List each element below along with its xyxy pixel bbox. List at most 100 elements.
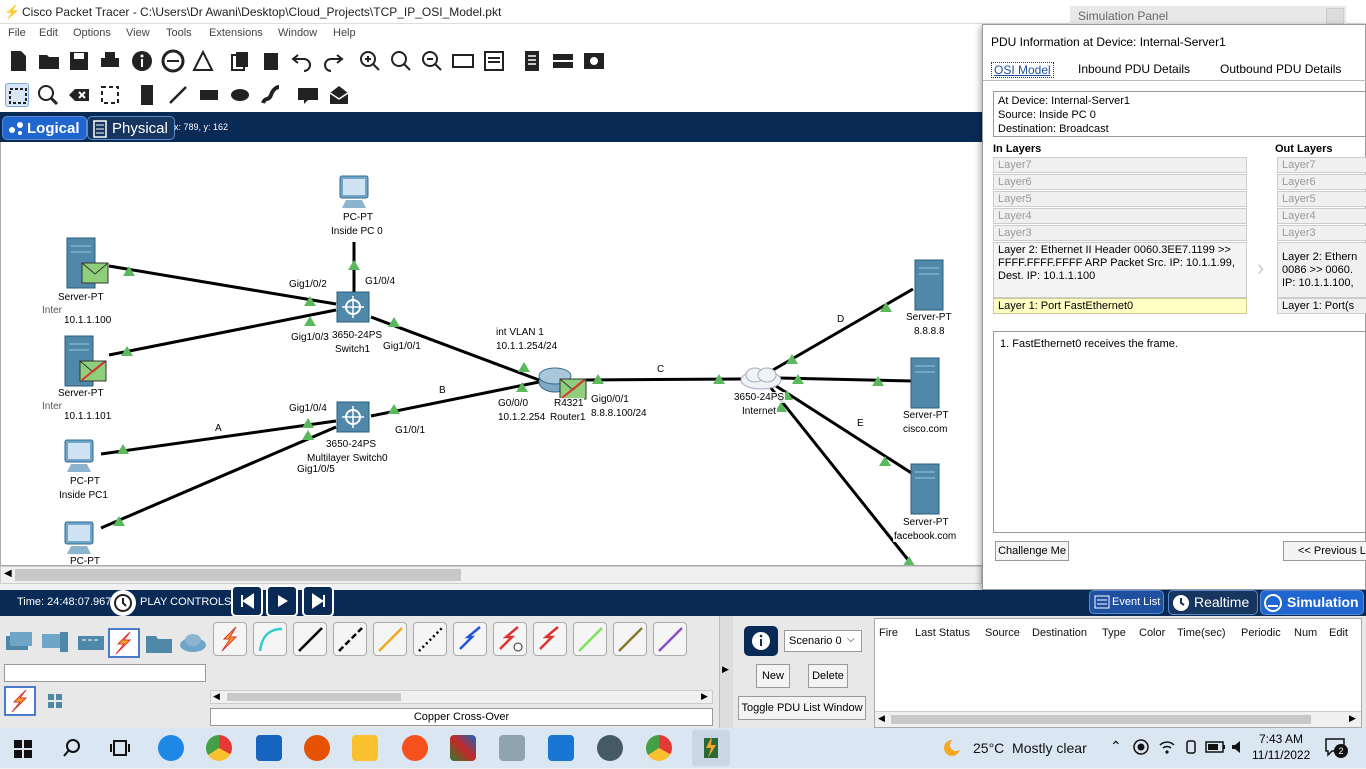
screenshot-icon[interactable] (582, 49, 606, 73)
out-layer-2[interactable]: Layer 2: Ethern 0086 >> 0060. IP: 10.1.1… (1277, 242, 1366, 298)
print-icon[interactable] (98, 49, 122, 73)
cable-phone-icon[interactable] (413, 622, 447, 656)
volume-icon[interactable] (1230, 739, 1248, 758)
realtime-mode-button[interactable]: Realtime (1168, 590, 1258, 615)
cloud-icon[interactable] (739, 366, 783, 390)
windows-start-icon[interactable] (14, 740, 32, 761)
tab-inbound-pdu[interactable]: Inbound PDU Details (1078, 62, 1191, 76)
multiuser-icon[interactable] (178, 630, 208, 656)
draw-line-icon[interactable] (166, 83, 190, 107)
cable-coaxial-icon[interactable] (453, 622, 487, 656)
delete-icon[interactable] (67, 83, 91, 107)
cable-usb-icon[interactable] (653, 622, 687, 656)
info-icon[interactable] (130, 49, 154, 73)
add-simple-pdu-icon[interactable] (296, 83, 320, 107)
play-button[interactable] (266, 585, 298, 617)
chrome-icon[interactable] (206, 735, 232, 761)
select-icon[interactable] (5, 83, 29, 107)
in-layer-1[interactable]: Layer 1: Port FastEthernet0 (993, 298, 1247, 314)
cable-scrollbar[interactable]: ◀ ▶ (210, 690, 713, 704)
out-layer-6[interactable]: Layer6 (1277, 174, 1366, 190)
cable-octal-icon[interactable] (573, 622, 607, 656)
place-note-icon[interactable] (135, 83, 159, 107)
col-edit[interactable]: Edit (1329, 627, 1348, 639)
col-color[interactable]: Color (1139, 627, 1166, 639)
out-layer-3[interactable]: Layer3 (1277, 225, 1366, 241)
scroll-right-icon[interactable]: ▶ (701, 691, 708, 701)
workspace-scrollbar[interactable]: ◀ (0, 566, 982, 584)
zoom-reset-icon[interactable] (389, 49, 413, 73)
resize-shape-icon[interactable] (98, 83, 122, 107)
logical-mode-button[interactable]: Logical (2, 116, 87, 140)
col-last-status[interactable]: Last Status (915, 627, 971, 639)
tab-outbound-pdu[interactable]: Outbound PDU Details (1220, 62, 1342, 76)
pdu-envelope-icon[interactable] (79, 360, 107, 382)
scrollbar-thumb[interactable] (15, 569, 461, 581)
vscode-icon[interactable] (548, 735, 574, 761)
back-button[interactable] (231, 585, 263, 617)
paste-icon[interactable] (259, 49, 283, 73)
multilayer-switch-icon[interactable] (335, 290, 371, 324)
scenario-select[interactable]: Scenario 0⌵ (784, 630, 862, 652)
freeform-icon[interactable] (259, 83, 283, 107)
cable-console-icon[interactable] (253, 622, 287, 656)
in-layer-7[interactable]: Layer7 (993, 157, 1247, 173)
menu-window[interactable]: Window (278, 27, 318, 39)
cable-straight-through-icon[interactable] (293, 622, 327, 656)
misc-icon[interactable] (144, 630, 174, 656)
menu-help[interactable]: Help (333, 27, 356, 39)
pc-icon[interactable] (61, 520, 97, 556)
scroll-left-icon[interactable]: ◀ (878, 713, 885, 723)
toggle-pdu-list-button[interactable]: Toggle PDU List Window (738, 696, 866, 720)
out-layer-7[interactable]: Layer7 (1277, 157, 1366, 173)
scroll-left-icon[interactable]: ◀ (4, 568, 12, 579)
menu-file[interactable]: File (8, 27, 26, 39)
pc-icon[interactable] (336, 174, 372, 210)
simulation-mode-button[interactable]: Simulation (1260, 590, 1364, 615)
out-layer-5[interactable]: Layer5 (1277, 191, 1366, 207)
cable-serial-dte-icon[interactable] (533, 622, 567, 656)
server-icon[interactable] (909, 356, 943, 412)
reset-time-icon[interactable] (110, 590, 136, 616)
menu-tools[interactable]: Tools (166, 27, 192, 39)
git-client-icon[interactable] (402, 735, 428, 761)
menu-edit[interactable]: Edit (39, 27, 58, 39)
menu-view[interactable]: View (126, 27, 150, 39)
col-num[interactable]: Num (1294, 627, 1318, 639)
weather-text[interactable]: 25°C Mostly clear (973, 740, 1087, 756)
capture-forward-button[interactable] (302, 585, 334, 617)
activity-wizard-icon[interactable] (191, 49, 215, 73)
info-icon[interactable] (744, 626, 778, 656)
zoom-in-icon[interactable] (358, 49, 382, 73)
in-layer-4[interactable]: Layer4 (993, 208, 1247, 224)
close-icon[interactable] (1326, 8, 1344, 24)
in-layer-5[interactable]: Layer5 (993, 191, 1247, 207)
file-explorer-icon[interactable] (352, 735, 378, 761)
server-icon[interactable] (909, 462, 943, 518)
col-source[interactable]: Source (985, 627, 1020, 639)
delete-scenario-button[interactable]: Delete (808, 664, 848, 688)
edge-icon[interactable] (158, 735, 184, 761)
virtualbox-icon[interactable] (499, 735, 525, 761)
add-complex-pdu-icon[interactable] (327, 83, 351, 107)
notification-icon[interactable]: 2 (1324, 736, 1348, 758)
scroll-right-icon[interactable]: ▶ (1349, 713, 1356, 723)
pdu-list-icon[interactable] (520, 49, 544, 73)
zoom-out-icon[interactable] (420, 49, 444, 73)
pdu-envelope-icon[interactable] (559, 378, 587, 400)
chevron-up-icon[interactable]: ⌃ (1110, 738, 1122, 754)
cable-automatic-icon[interactable] (213, 622, 247, 656)
scrollbar-thumb[interactable] (227, 693, 401, 701)
event-list-button[interactable]: Event List (1089, 590, 1164, 614)
drawing-palette-icon[interactable] (451, 49, 475, 73)
expand-arrow-icon[interactable]: ▶ (722, 664, 729, 674)
wifi-icon[interactable] (1158, 739, 1176, 758)
settings-gear-icon[interactable] (597, 735, 623, 761)
chrome-profile-icon[interactable] (646, 735, 672, 761)
open-folder-icon[interactable] (37, 49, 61, 73)
physical-mode-button[interactable]: Physical (87, 116, 175, 140)
col-destination[interactable]: Destination (1032, 627, 1088, 639)
ubuntu-icon[interactable] (304, 735, 330, 761)
packet-tracer-taskbar-icon[interactable] (692, 730, 730, 766)
col-periodic[interactable]: Periodic (1241, 627, 1281, 639)
